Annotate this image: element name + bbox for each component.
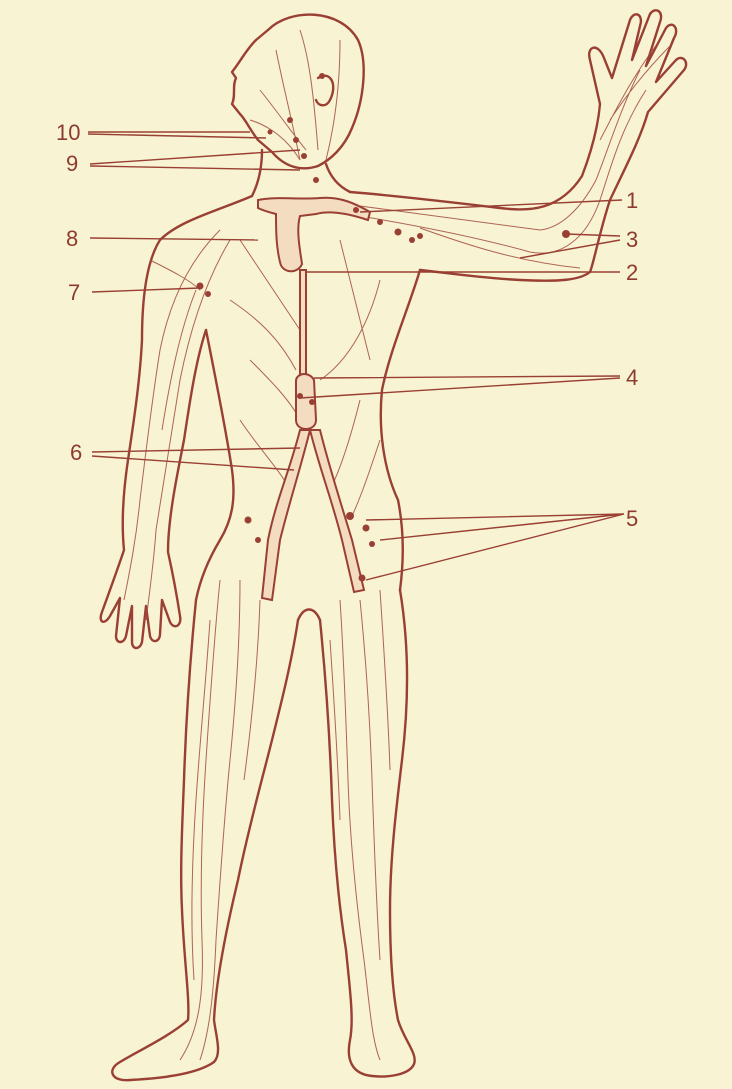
body-outline <box>101 10 686 1080</box>
subclavian-trunk <box>258 198 370 272</box>
leader-10 <box>88 132 266 138</box>
torso-right-outline <box>381 270 420 590</box>
ear-outline <box>316 76 333 106</box>
right-leg-outline <box>320 590 415 1077</box>
label-4: 4 <box>626 367 638 389</box>
left-leg-outline <box>112 600 298 1080</box>
leader-5 <box>366 514 624 580</box>
leader-4 <box>300 376 620 398</box>
label-7: 7 <box>68 282 80 304</box>
thoracic-duct <box>300 270 306 380</box>
label-6: 6 <box>70 442 82 464</box>
lymph-trunks <box>258 198 370 600</box>
head-outline <box>232 15 364 169</box>
crotch-outline <box>298 610 320 621</box>
label-9: 9 <box>66 153 78 175</box>
label-2: 2 <box>626 262 638 284</box>
leader-lines <box>88 132 624 580</box>
label-8: 8 <box>66 228 78 250</box>
lymph-vessels <box>124 30 670 1060</box>
neck-outline <box>252 150 350 196</box>
leader-1 <box>360 200 622 212</box>
label-10: 10 <box>56 122 80 144</box>
hanging-arm-outline <box>101 196 252 648</box>
iliac-trunk-right <box>310 430 364 592</box>
label-1: 1 <box>626 190 638 212</box>
lymph-nodes <box>197 73 571 582</box>
label-5: 5 <box>626 508 638 530</box>
iliac-trunk-left <box>262 430 310 600</box>
label-3: 3 <box>626 229 638 251</box>
leader-9 <box>90 150 300 170</box>
leader-3 <box>520 234 620 258</box>
leader-8 <box>90 238 258 240</box>
